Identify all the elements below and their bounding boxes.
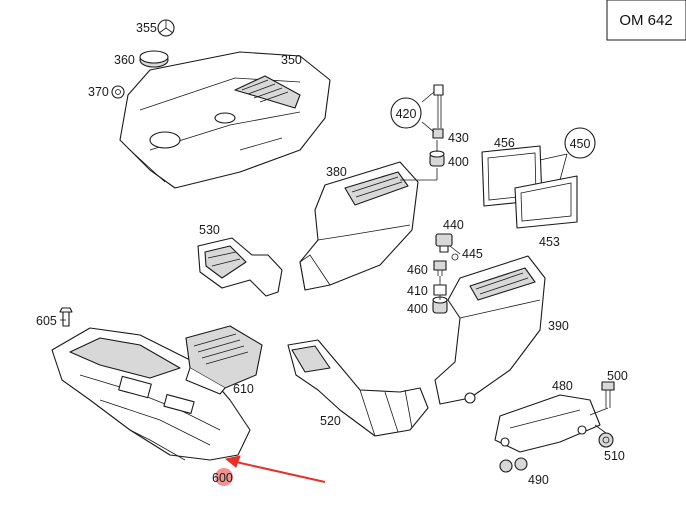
- sensor-part-440[interactable]: [435, 233, 453, 253]
- callout-520: 520: [320, 414, 341, 428]
- callout-453: 453: [539, 235, 560, 249]
- callout-500: 500: [607, 369, 628, 383]
- callout-490: 490: [528, 473, 549, 487]
- bracket-part-480[interactable]: [494, 394, 601, 453]
- svg-text:420: 420: [396, 107, 417, 121]
- callout-355: 355: [136, 21, 157, 35]
- bolt-part-430[interactable]: [432, 84, 444, 139]
- callout-400-lower: 400: [407, 302, 428, 316]
- bolt-part-460[interactable]: [433, 260, 447, 276]
- engine-code-label: OM 642: [619, 12, 672, 29]
- callout-430: 430: [448, 131, 469, 145]
- callout-510: 510: [604, 449, 625, 463]
- callout-460: 460: [407, 263, 428, 277]
- callout-420: 420: [390, 97, 422, 129]
- callout-456: 456: [494, 136, 515, 150]
- callout-350: 350: [281, 53, 302, 67]
- callout-370: 370: [88, 85, 109, 99]
- underbody-panel-part-600[interactable]: [51, 327, 251, 461]
- rubber-mount-part-400-lower[interactable]: [432, 296, 448, 314]
- callout-390: 390: [548, 319, 569, 333]
- callout-440: 440: [443, 218, 464, 232]
- highlight-annotation: 600: [212, 455, 326, 486]
- sleeve-part-410[interactable]: [433, 284, 447, 296]
- oil-cap-part-360[interactable]: [139, 50, 169, 68]
- callout-445: 445: [462, 247, 483, 261]
- grommet-part-370[interactable]: [111, 85, 125, 99]
- grommet-part-490[interactable]: [499, 457, 528, 473]
- engine-cover-part-350[interactable]: [119, 51, 331, 189]
- callout-530: 530: [199, 223, 220, 237]
- nut-part-510[interactable]: [598, 432, 614, 448]
- callout-360: 360: [114, 53, 135, 67]
- filter-element-part-453[interactable]: [514, 175, 578, 229]
- emblem-part-355[interactable]: [157, 19, 175, 37]
- seal-ring-part-445[interactable]: [451, 253, 459, 261]
- intake-pipe-part-520[interactable]: [287, 339, 429, 437]
- red-arrow-head: [224, 455, 241, 468]
- intake-duct-part-530[interactable]: [197, 237, 283, 297]
- callout-400-upper: 400: [448, 155, 469, 169]
- air-filter-housing-part-380[interactable]: [299, 161, 419, 291]
- bolt-part-500[interactable]: [601, 381, 615, 408]
- engine-code-box: OM 642: [606, 0, 686, 41]
- svg-text:450: 450: [570, 137, 591, 151]
- screw-part-605[interactable]: [59, 307, 73, 327]
- callout-480: 480: [552, 379, 573, 393]
- leader-lines: [60, 91, 609, 434]
- callout-410: 410: [407, 284, 428, 298]
- callout-450: 450: [564, 127, 596, 159]
- callout-600: 600: [212, 471, 233, 485]
- callout-605: 605: [36, 314, 57, 328]
- callout-610: 610: [233, 382, 254, 396]
- cover-part-610[interactable]: [185, 325, 263, 395]
- highlight-marker: [215, 468, 233, 486]
- callout-380: 380: [326, 165, 347, 179]
- air-filter-housing-part-390[interactable]: [434, 255, 546, 405]
- rubber-mount-part-400-upper[interactable]: [429, 150, 445, 167]
- red-arrow-shaft: [235, 461, 326, 483]
